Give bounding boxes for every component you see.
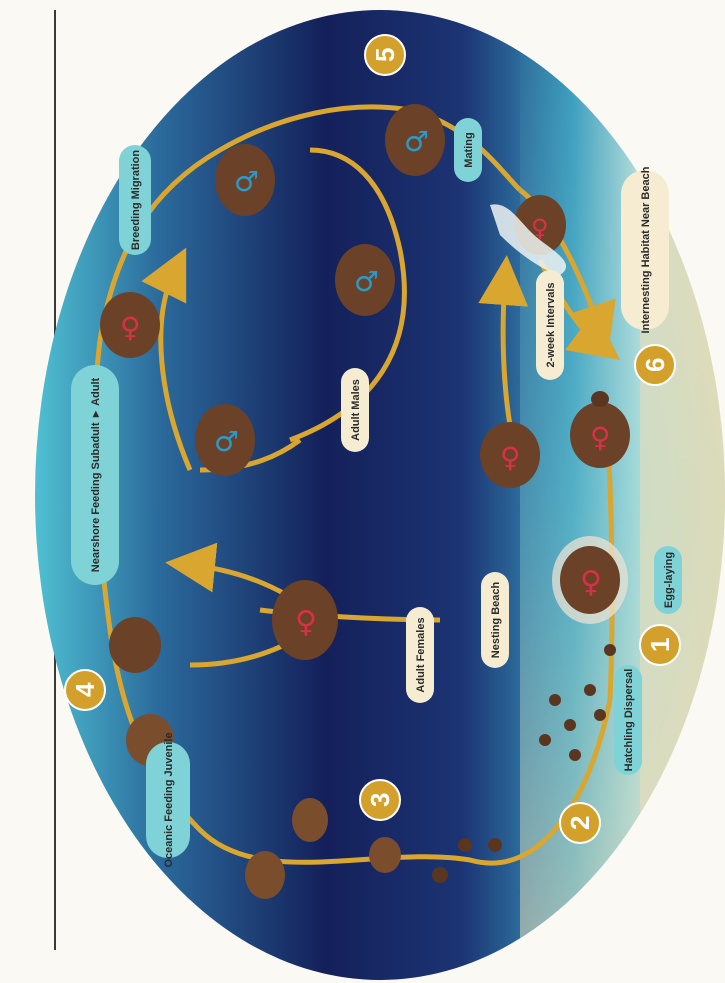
svg-text:Nearshore Feeding Subadult ► A: Nearshore Feeding Subadult ► Adult <box>90 377 102 572</box>
stage-badge-2: 2 <box>560 803 600 843</box>
male-symbol: ♂ <box>214 425 239 458</box>
turtle-female-egg-laying: ♀ <box>552 536 628 624</box>
svg-text:Oceanic Feeding Juvenile: Oceanic Feeding Juvenile <box>163 732 175 867</box>
turtle-juvenile-3 <box>245 851 285 899</box>
svg-text:Adult Females: Adult Females <box>415 617 427 692</box>
turtle-male-1: ♂ <box>385 104 445 176</box>
male-symbol: ♂ <box>404 125 429 158</box>
turtle-juvenile-4 <box>369 837 401 873</box>
stage-badge-5: 5 <box>365 35 405 75</box>
turtle-male-4: ♂ <box>195 404 255 476</box>
label-egg-laying: Egg-laying <box>654 546 682 614</box>
svg-text:3: 3 <box>365 793 395 807</box>
female-symbol: ♀ <box>590 421 611 454</box>
svg-text:Adult Males: Adult Males <box>350 379 362 441</box>
female-symbol: ♀ <box>295 605 317 640</box>
turtle-male-3: ♂ <box>335 244 395 316</box>
turtle-female-adult: ♀ <box>272 580 338 660</box>
label-oceanic-feeding: Oceanic Feeding Juvenile <box>146 732 190 867</box>
svg-text:4: 4 <box>70 682 100 697</box>
svg-text:2: 2 <box>565 816 595 830</box>
label-nesting-beach: Nesting Beach <box>481 572 509 668</box>
male-symbol: ♂ <box>234 165 259 198</box>
svg-text:Egg-laying: Egg-laying <box>663 552 675 608</box>
svg-text:Mating: Mating <box>463 132 475 167</box>
svg-text:Internesting Habitat Near Beac: Internesting Habitat Near Beach <box>640 166 652 333</box>
label-internesting-habitat: Internesting Habitat Near Beach <box>621 166 669 333</box>
stage-badge-6: 6 <box>635 345 675 385</box>
turtle-subadult <box>109 617 161 673</box>
label-adult-males: Adult Males <box>341 368 369 452</box>
label-mating: Mating <box>454 118 482 182</box>
stage-badge-4: 4 <box>65 670 105 710</box>
female-symbol: ♀ <box>580 565 602 600</box>
male-symbol: ♂ <box>354 265 379 298</box>
label-neritic-feeding: Nearshore Feeding Subadult ► Adult <box>71 365 119 585</box>
female-symbol: ♀ <box>120 311 141 344</box>
svg-text:Breeding Migration: Breeding Migration <box>130 150 142 251</box>
label-adult-females: Adult Females <box>406 607 434 703</box>
svg-text:2-week Intervals: 2-week Intervals <box>545 283 557 368</box>
label-hatchling-dispersal: Hatchling Dispersal <box>614 665 642 775</box>
svg-text:Nesting Beach: Nesting Beach <box>490 582 502 659</box>
turtle-female-migration: ♀ <box>100 292 160 358</box>
stage-badge-3: 3 <box>360 780 400 820</box>
turtle-female-internesting-2: ♀ <box>480 422 540 488</box>
stage-badge-1: 1 <box>640 625 680 665</box>
svg-text:6: 6 <box>640 358 670 372</box>
turtle-juvenile-2 <box>292 798 328 842</box>
female-symbol: ♀ <box>500 441 521 474</box>
label-breeding-migration: Breeding Migration <box>119 145 151 255</box>
svg-text:Hatchling Dispersal: Hatchling Dispersal <box>623 669 635 772</box>
svg-text:5: 5 <box>370 48 400 62</box>
svg-text:1: 1 <box>645 638 675 652</box>
turtle-male-2: ♂ <box>215 144 275 216</box>
label-two-week-intervals: 2-week Intervals <box>536 270 564 380</box>
